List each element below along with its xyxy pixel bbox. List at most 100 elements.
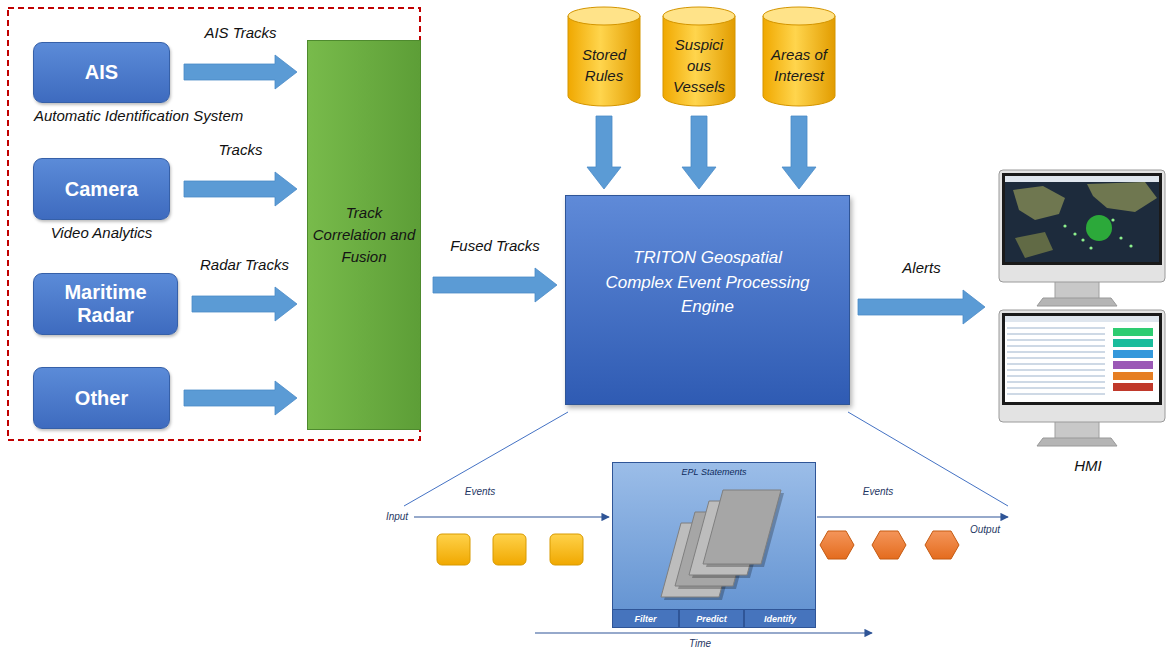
vessel-dot: [1081, 238, 1084, 241]
vessel-dot: [1119, 236, 1122, 239]
vessel-dot: [1063, 224, 1066, 227]
source-box: AISAutomatic Identification System: [33, 42, 170, 103]
event-square: [493, 534, 526, 565]
monitor: [999, 310, 1165, 446]
vessel-dot: [1073, 232, 1076, 235]
monitor-base: [1037, 298, 1117, 306]
monitor-bezel: [1002, 173, 1162, 265]
table-row: [1007, 370, 1105, 371]
edge-label: Radar Tracks: [200, 256, 289, 273]
table-row: [1007, 364, 1105, 365]
map-screen: [1005, 176, 1159, 262]
source-box: Other: [33, 367, 170, 429]
statement-sheet: [703, 490, 781, 564]
table-screen: [1005, 316, 1159, 402]
node-caption: Video Analytics: [51, 224, 153, 241]
monitor-frame: [999, 310, 1165, 422]
flow-label: Input: [386, 511, 408, 522]
table-row: [1007, 346, 1105, 347]
flow-arrow: [782, 116, 816, 189]
epl-drawing: [613, 463, 817, 629]
node-label: Maritime Radar: [34, 279, 177, 329]
status-block: [1113, 339, 1153, 347]
table-row: [1007, 376, 1105, 377]
land: [1087, 182, 1157, 212]
node-label: Track Correlation and Fusion: [308, 202, 420, 267]
cylinder-top: [763, 7, 835, 25]
flow-arrow: [587, 116, 621, 189]
monitor-neck: [1055, 280, 1099, 300]
node-label: TRITON Geospatial Complex Event Processi…: [598, 246, 818, 320]
status-block: [1113, 328, 1153, 336]
cylinder-top: [568, 7, 640, 25]
flow-arrow: [184, 55, 297, 89]
cylinder-body: [663, 16, 735, 106]
status-block: [1113, 383, 1153, 391]
flow-arrow: [682, 116, 716, 189]
event-hexagon: [820, 531, 854, 559]
node-label: Stored Rules: [567, 44, 641, 86]
node-label: Other: [69, 385, 134, 412]
node-label: AIS: [79, 59, 124, 86]
status-block: [1113, 361, 1153, 369]
source-box: Maritime Radar: [33, 273, 178, 335]
zoom-line: [404, 412, 568, 506]
mon-drawing: [995, 168, 1167, 450]
epl-cell: Identify: [744, 609, 816, 628]
vessel-dot: [1089, 246, 1092, 249]
epl-cell: Filter: [612, 609, 679, 628]
edge-label: Alerts: [902, 259, 940, 276]
node-caption: Automatic Identification System: [34, 107, 243, 124]
monitor-neck: [1055, 420, 1099, 440]
event-hexagon: [872, 531, 906, 559]
node-label: Areas of Interest: [762, 44, 836, 86]
table-row: [1007, 328, 1105, 329]
vessel-dot: [1111, 218, 1114, 221]
flow-label: Output: [970, 524, 1000, 535]
engine-box: TRITON Geospatial Complex Event Processi…: [565, 195, 850, 405]
edge-label: Fused Tracks: [450, 237, 540, 254]
event-square: [550, 534, 583, 565]
node-label: Predict: [696, 614, 727, 624]
input-events: [437, 534, 583, 565]
flow-arrow: [184, 381, 297, 415]
database-cylinder: Suspici ous Vessels: [662, 6, 736, 106]
land: [1013, 186, 1065, 220]
output-events: [820, 531, 959, 559]
node-label: EPL Statements: [682, 463, 747, 477]
dashed-boundary: [8, 8, 420, 440]
hmi-monitors: HMI: [995, 168, 1167, 474]
time-arrow: [535, 632, 872, 633]
cylinder-body: [568, 16, 640, 106]
cylinder-body: [763, 16, 835, 106]
edge-label: Tracks: [219, 141, 263, 158]
node-label: Camera: [59, 176, 144, 203]
node-label: Filter: [634, 614, 656, 624]
event-hexagon: [925, 531, 959, 559]
edge-label: AIS Tracks: [204, 24, 276, 41]
node-label: HMI: [1060, 457, 1102, 474]
database-cylinder: Areas of Interest: [762, 6, 836, 106]
flow-label: Events: [863, 486, 894, 497]
epl-box: EPL StatementsFilter Predict Identify: [612, 462, 816, 628]
zoom-line: [848, 412, 1008, 506]
input-arrow: [414, 516, 609, 517]
table-row: [1007, 382, 1105, 383]
flow-arrow: [858, 290, 985, 324]
table-row: [1007, 340, 1105, 341]
monitor-base: [1037, 438, 1117, 446]
monitor: [999, 170, 1165, 306]
source-box: CameraVideo Analytics: [33, 158, 170, 220]
event-square: [437, 534, 470, 565]
vessel-dot: [1129, 244, 1132, 247]
database-cylinder: Stored Rules: [567, 6, 641, 106]
node-label: Suspici ous Vessels: [662, 34, 736, 97]
toolbar: [1005, 176, 1159, 182]
table-row: [1007, 388, 1105, 389]
flow-label: Events: [465, 486, 496, 497]
node-label: Identify: [764, 614, 796, 624]
output-arrow: [817, 516, 1008, 517]
table-row: [1007, 358, 1105, 359]
flow-label: Time: [689, 638, 711, 649]
